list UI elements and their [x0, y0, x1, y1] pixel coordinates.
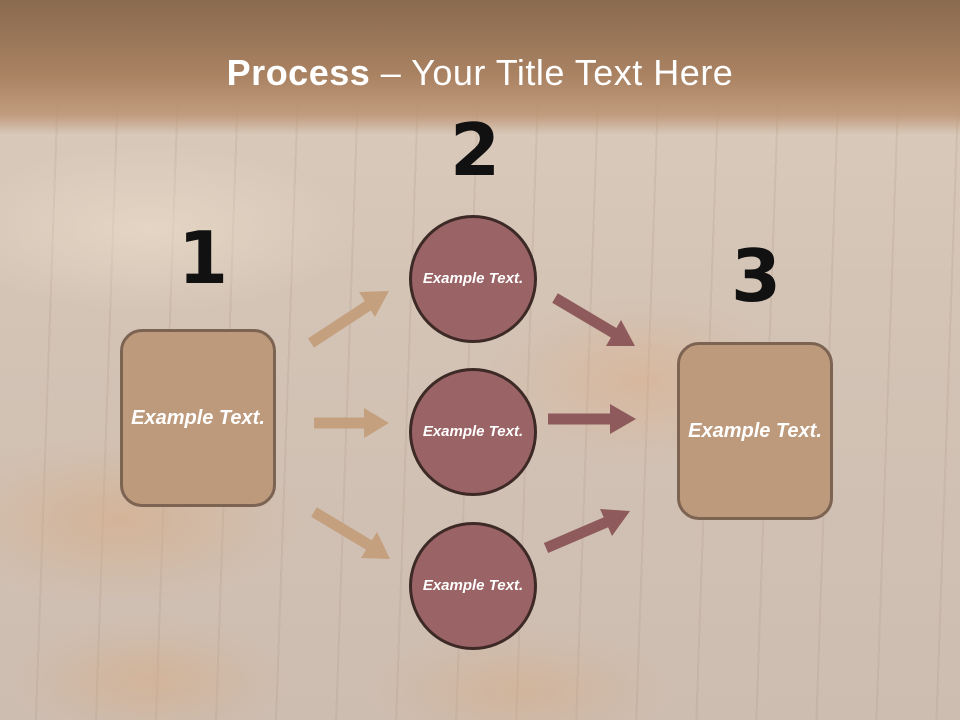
- circle-middle-text: Example Text.: [422, 422, 524, 440]
- arrow-left-up: [307, 291, 389, 348]
- arrow-left-down: [311, 507, 390, 559]
- circle-top-text: Example Text.: [422, 269, 524, 287]
- right-box[interactable]: Example Text.: [677, 342, 833, 520]
- arrow-right-middle: [548, 404, 636, 434]
- circle-bottom[interactable]: Example Text.: [409, 522, 537, 650]
- left-box-text: Example Text.: [131, 406, 265, 429]
- left-box[interactable]: Example Text.: [120, 329, 276, 507]
- slide-title: Process – Your Title Text Here: [0, 52, 960, 94]
- step-number-2: 2: [450, 108, 501, 192]
- step-number-3: 3: [731, 234, 782, 318]
- circle-bottom-text: Example Text.: [422, 576, 524, 594]
- title-rest: – Your Title Text Here: [370, 52, 734, 93]
- arrow-left-middle: [314, 408, 389, 438]
- step-number-1: 1: [178, 216, 229, 300]
- right-box-text: Example Text.: [688, 419, 822, 442]
- circle-middle[interactable]: Example Text.: [409, 368, 537, 496]
- circle-top[interactable]: Example Text.: [409, 215, 537, 343]
- arrow-right-up: [543, 509, 630, 554]
- title-bold: Process: [226, 52, 371, 93]
- arrow-right-down: [552, 293, 635, 346]
- title-banner: [0, 0, 960, 135]
